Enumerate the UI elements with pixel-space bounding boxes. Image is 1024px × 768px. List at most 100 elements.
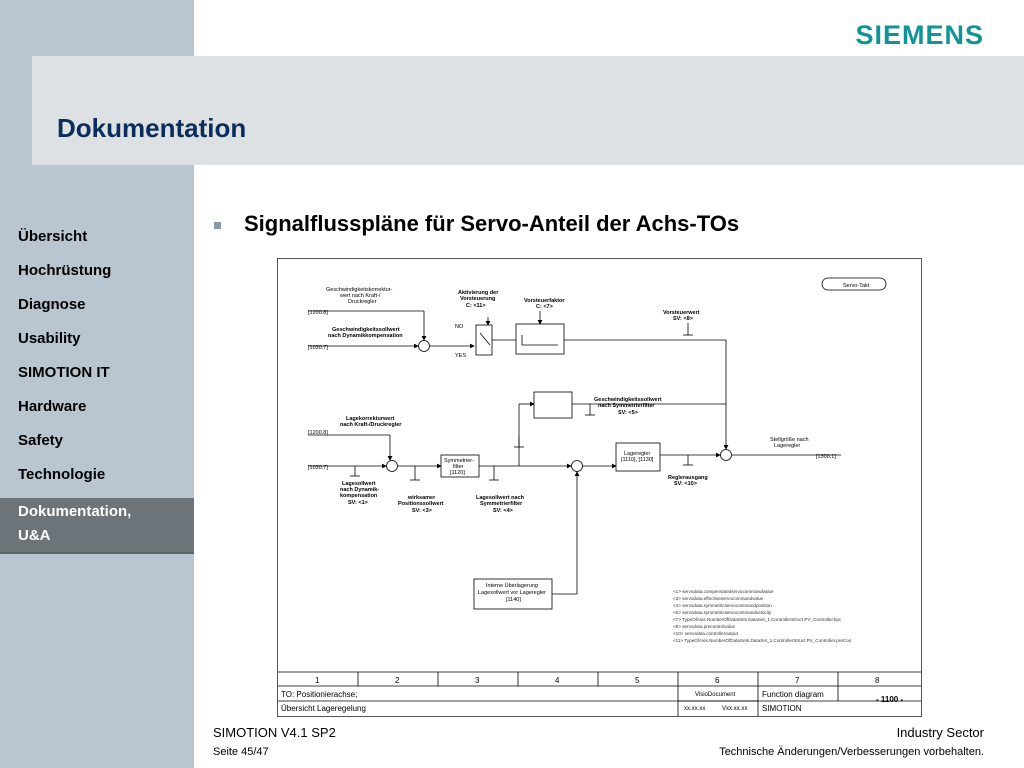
summing-junction-3	[571, 460, 583, 472]
legend-line-2: <3> servodata.effectiveservocommandvalue	[673, 596, 764, 601]
nav-item-simotion-it[interactable]: SIMOTION IT	[18, 364, 110, 381]
tb-xx1: xx.xx.xx	[684, 706, 705, 712]
label-akt-vorst-2: Vorsteuerung	[460, 296, 495, 302]
nav-active-line2: U&A	[18, 527, 51, 544]
label-gesch-korr-1: Geschwindigkeitskorrektur-	[326, 287, 392, 293]
column-1: 1	[315, 676, 320, 685]
tb-xx2: Vxx.xx.xx	[722, 706, 747, 712]
tb-number: - 1100 -	[876, 695, 903, 704]
nav-item-dokumentation[interactable]: Dokumentation, U&A	[0, 498, 194, 554]
label-wirks-3: SV: <3>	[412, 508, 432, 514]
label-gesch-symm-2: nach Symmetrierfilter	[598, 403, 655, 409]
summing-junction-4	[720, 449, 732, 461]
tb-func: Function diagram	[762, 690, 824, 699]
summing-junction-2	[386, 460, 398, 472]
label-lagekorr-1: Lagekorrekturwert	[346, 416, 394, 422]
label-lagesoll-dyn-4: SV: <1>	[348, 500, 368, 506]
siemens-logo: SIEMENS	[855, 20, 984, 50]
label-lagesoll-dyn-2: nach Dynamik-	[340, 487, 379, 493]
nav-item-diagnose[interactable]: Diagnose	[18, 296, 86, 313]
label-lagekorr-2: nach Kraft-/Druckregler	[340, 422, 402, 428]
column-8: 8	[875, 676, 880, 685]
footer-page: Seite 45/47	[213, 746, 269, 758]
preactivation-switch	[475, 324, 493, 356]
column-6: 6	[715, 676, 720, 685]
diagram-svg: Servo-Takt Geschwindigkeitskorrektur- we…	[278, 277, 921, 716]
ref-1030-a: [1030.7]	[308, 345, 328, 351]
label-gesch-symm-1: Geschwindigkeitssollwert	[594, 397, 662, 403]
footer-product: SIMOTION V4.1 SP2	[213, 725, 336, 740]
column-7: 7	[795, 676, 800, 685]
signal-flow-diagram: Servo-Takt Geschwindigkeitskorrektur- we…	[277, 258, 922, 717]
lageregler-box	[615, 442, 661, 472]
label-lageregler-2: [1110], [1130]	[621, 457, 654, 463]
nav-item-uebersicht[interactable]: Übersicht	[18, 228, 88, 245]
bullet-icon	[214, 222, 221, 229]
label-wirks-2: Positionssollwert	[398, 501, 444, 507]
label-gesch-symm-3: SV: <5>	[618, 410, 638, 416]
column-2: 2	[395, 676, 400, 685]
page-title: Dokumentation	[57, 113, 247, 143]
legend-line-1: <1> servodata.compensatedservocommandval…	[673, 589, 774, 594]
label-vorst-wert-1: Vorsteuerwert	[663, 310, 700, 316]
label-vorst-faktor-2: C: <7>	[536, 304, 553, 310]
servo-takt-box	[821, 277, 887, 291]
label-regler-2: SV: <10>	[674, 481, 697, 487]
label-akt-vorst-3: C: <11>	[466, 303, 486, 309]
label-lagesoll-symm-3: SV: <4>	[493, 508, 513, 514]
label-intern-3: [1140]	[506, 597, 521, 603]
label-regler-1: Reglerausgang	[668, 475, 708, 481]
label-gesch-soll-dyn-2: nach Dynamikkompensation	[328, 333, 403, 339]
label-symm-2: filter	[453, 464, 464, 470]
label-symm-1: Symmetrier-	[444, 458, 474, 464]
label-intern-1: Interne Überlagerung	[486, 582, 538, 589]
legend-line-4: <5> servodata.symmetricservocommandveloc…	[673, 610, 772, 615]
header-band	[32, 56, 1024, 165]
footer-disclaimer: Technische Änderungen/Verbesserungen vor…	[719, 746, 984, 758]
servo-takt-label: Servo-Takt	[843, 283, 870, 289]
interne-ueberlagerung-box	[473, 578, 553, 610]
ref-1200-b: [1200.8]	[308, 430, 328, 436]
nav-item-hochruestung[interactable]: Hochrüstung	[18, 262, 112, 279]
legend-line-5: <7> TypeOfAxis.NumberOfDataSets.DataSet_…	[673, 617, 842, 622]
label-gesch-korr-3: Druckregler	[348, 299, 377, 305]
nav-item-safety[interactable]: Safety	[18, 432, 64, 449]
label-lagesoll-symm-2: Symmetrierfilter	[480, 501, 523, 507]
label-no: NO	[455, 324, 464, 330]
ref-1300: [1300.1]	[816, 454, 836, 460]
side-navigation: Übersicht Hochrüstung Diagnose Usability…	[0, 220, 194, 554]
nav-active-line1: Dokumentation,	[18, 503, 132, 520]
column-5: 5	[635, 676, 640, 685]
label-vorst-wert-2: SV: <8>	[673, 316, 693, 322]
tb-visio: VisioDocument	[695, 692, 736, 698]
label-intern-2: Lagesollwert vor Lageregler	[478, 590, 546, 596]
summing-junction-1	[418, 340, 430, 352]
label-stell-1: Stellgröße nach	[770, 437, 809, 443]
label-gesch-soll-dyn-1: Geschwindigkeitssollwert	[332, 327, 400, 333]
label-akt-vorst-1: Aktivierung der	[458, 290, 499, 296]
tb-to: TO: Positionierachse;	[281, 690, 357, 699]
ref-1030-b: [1030.7]	[308, 465, 328, 471]
nav-item-technologie[interactable]: Technologie	[18, 466, 106, 483]
content-subtitle: Signalflusspläne für Servo-Anteil der Ac…	[244, 211, 740, 236]
column-3: 3	[475, 676, 480, 685]
ref-1200-a: [1200.8]	[308, 310, 328, 316]
label-lagesoll-dyn-3: kompensation	[340, 493, 378, 499]
nav-item-usability[interactable]: Usability	[18, 330, 81, 347]
footer-sector: Industry Sector	[896, 725, 984, 740]
label-gesch-korr-2: wert nach Kraft-/	[339, 293, 381, 299]
tb-overview: Übersicht Lageregelung	[281, 704, 366, 713]
legend-line-3: <4> servodata.symmetricservocommandposit…	[673, 603, 772, 608]
vorsteuerfaktor-box	[515, 323, 565, 355]
column-4: 4	[555, 676, 560, 685]
label-vorst-faktor-1: Vorsteuerfaktor	[524, 298, 565, 304]
nav-item-hardware[interactable]: Hardware	[18, 398, 87, 415]
label-lagesoll-symm-1: Lagesollwert nach	[476, 495, 525, 501]
label-lagesoll-dyn-1: Lagesollwert	[342, 481, 376, 487]
legend-line-7: <10> servodata.controlleroutput	[673, 631, 739, 636]
differentiator-box	[533, 391, 573, 419]
legend-line-6: <8> servodata.precontrolvalue	[673, 624, 736, 629]
label-yes: YES	[455, 353, 466, 359]
label-lageregler-1: Lageregler	[624, 451, 650, 457]
label-symm-3: [1120]	[450, 470, 465, 476]
